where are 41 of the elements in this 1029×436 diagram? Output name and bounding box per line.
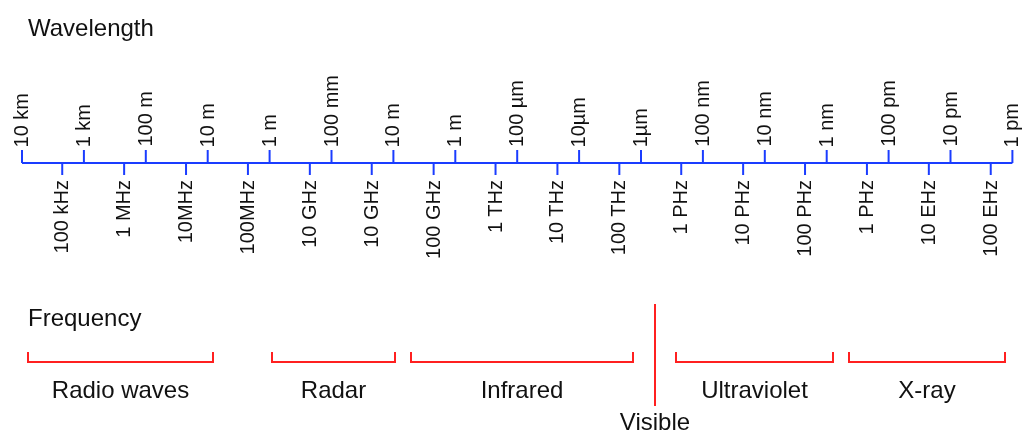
tick-label: 10 m bbox=[196, 102, 217, 147]
tick-label: 10MHz bbox=[175, 180, 196, 244]
tick-label: 100MHz bbox=[236, 180, 257, 255]
tick-label: 10 GHz bbox=[360, 180, 381, 248]
tick-label: 10 pm bbox=[939, 91, 960, 147]
tick-label: 10 THz bbox=[546, 180, 567, 245]
band-label: X-ray bbox=[898, 378, 956, 402]
tick-label: 1µm bbox=[630, 107, 650, 147]
tick-label: 100 GHz bbox=[422, 180, 443, 259]
tick-label: 100 PHz bbox=[794, 180, 815, 257]
tick-label: 100 m bbox=[134, 91, 155, 147]
band-label: Ultraviolet bbox=[701, 378, 808, 402]
tick-label: 1 MHz bbox=[113, 180, 134, 238]
tick-label: 10 GHz bbox=[298, 180, 319, 248]
tick-label: 1 m bbox=[258, 113, 279, 147]
tick-label: 10µm bbox=[568, 96, 589, 147]
tick-label: 100 pm bbox=[877, 80, 898, 147]
tick-label: 10 EHz bbox=[917, 180, 938, 246]
tick-label: 10 m bbox=[382, 102, 403, 147]
tick-label: 1 nm bbox=[815, 102, 836, 147]
tick-label: 100 kHz bbox=[51, 180, 72, 254]
axis-title: Frequency bbox=[28, 306, 142, 330]
tick-label: 1 PHz bbox=[670, 180, 691, 235]
tick-label: 1 km bbox=[72, 103, 93, 147]
band-label: Visible bbox=[619, 410, 691, 434]
tick-label: 1 THz bbox=[484, 180, 505, 233]
tick-label: 10 nm bbox=[753, 91, 774, 147]
tick-label: 100 mm bbox=[320, 74, 341, 147]
band-label: Radar bbox=[300, 378, 367, 402]
band-label: Radio waves bbox=[51, 378, 190, 402]
tick-label: 10 km bbox=[11, 92, 31, 147]
tick-label: 100 THz bbox=[608, 180, 629, 256]
tick-label: 1 m bbox=[444, 113, 465, 147]
tick-label: 100 µm bbox=[506, 79, 527, 147]
band-label: Infrared bbox=[480, 378, 564, 402]
tick-label: 1 pm bbox=[1001, 102, 1022, 147]
tick-label: 100 EHz bbox=[979, 180, 1000, 257]
axis-title: Wavelength bbox=[28, 16, 154, 40]
tick-label: 1 PHz bbox=[855, 180, 876, 235]
tick-label: 10 PHz bbox=[732, 180, 753, 246]
tick-label: 100 nm bbox=[691, 80, 712, 147]
